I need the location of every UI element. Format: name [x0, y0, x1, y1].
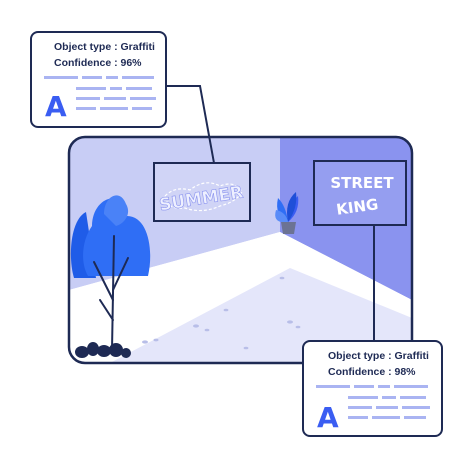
graffiti-text-king: KING	[335, 195, 379, 219]
card-bars: A	[315, 384, 430, 434]
confidence-label: Confidence : 96%	[54, 57, 142, 69]
floor-shadow	[110, 268, 412, 363]
object-type-label: Object type : Graffiti	[54, 41, 155, 53]
room-frame	[67, 135, 414, 365]
graffiti-panel-right	[313, 160, 407, 226]
connector-line-top	[167, 85, 215, 164]
floor-pebbles	[142, 276, 301, 350]
room: SUMMER STREET KING	[69, 137, 412, 363]
detection-card-summer: Object type : Graffiti Confidence : 96% …	[30, 31, 167, 128]
bush	[75, 342, 131, 358]
graffiti-text-street: STREET	[330, 174, 394, 192]
graffiti-a-icon: A	[317, 401, 339, 434]
confidence-label: Confidence : 98%	[328, 366, 416, 378]
graffiti-a-icon: A	[45, 90, 67, 123]
tree	[70, 195, 151, 358]
potted-plant	[275, 192, 299, 234]
card-bars: A	[43, 75, 156, 123]
detection-card-street-king: Object type : Graffiti Confidence : 98% …	[302, 340, 443, 437]
graffiti-splash	[164, 182, 243, 212]
object-type-label: Object type : Graffiti	[328, 350, 429, 362]
